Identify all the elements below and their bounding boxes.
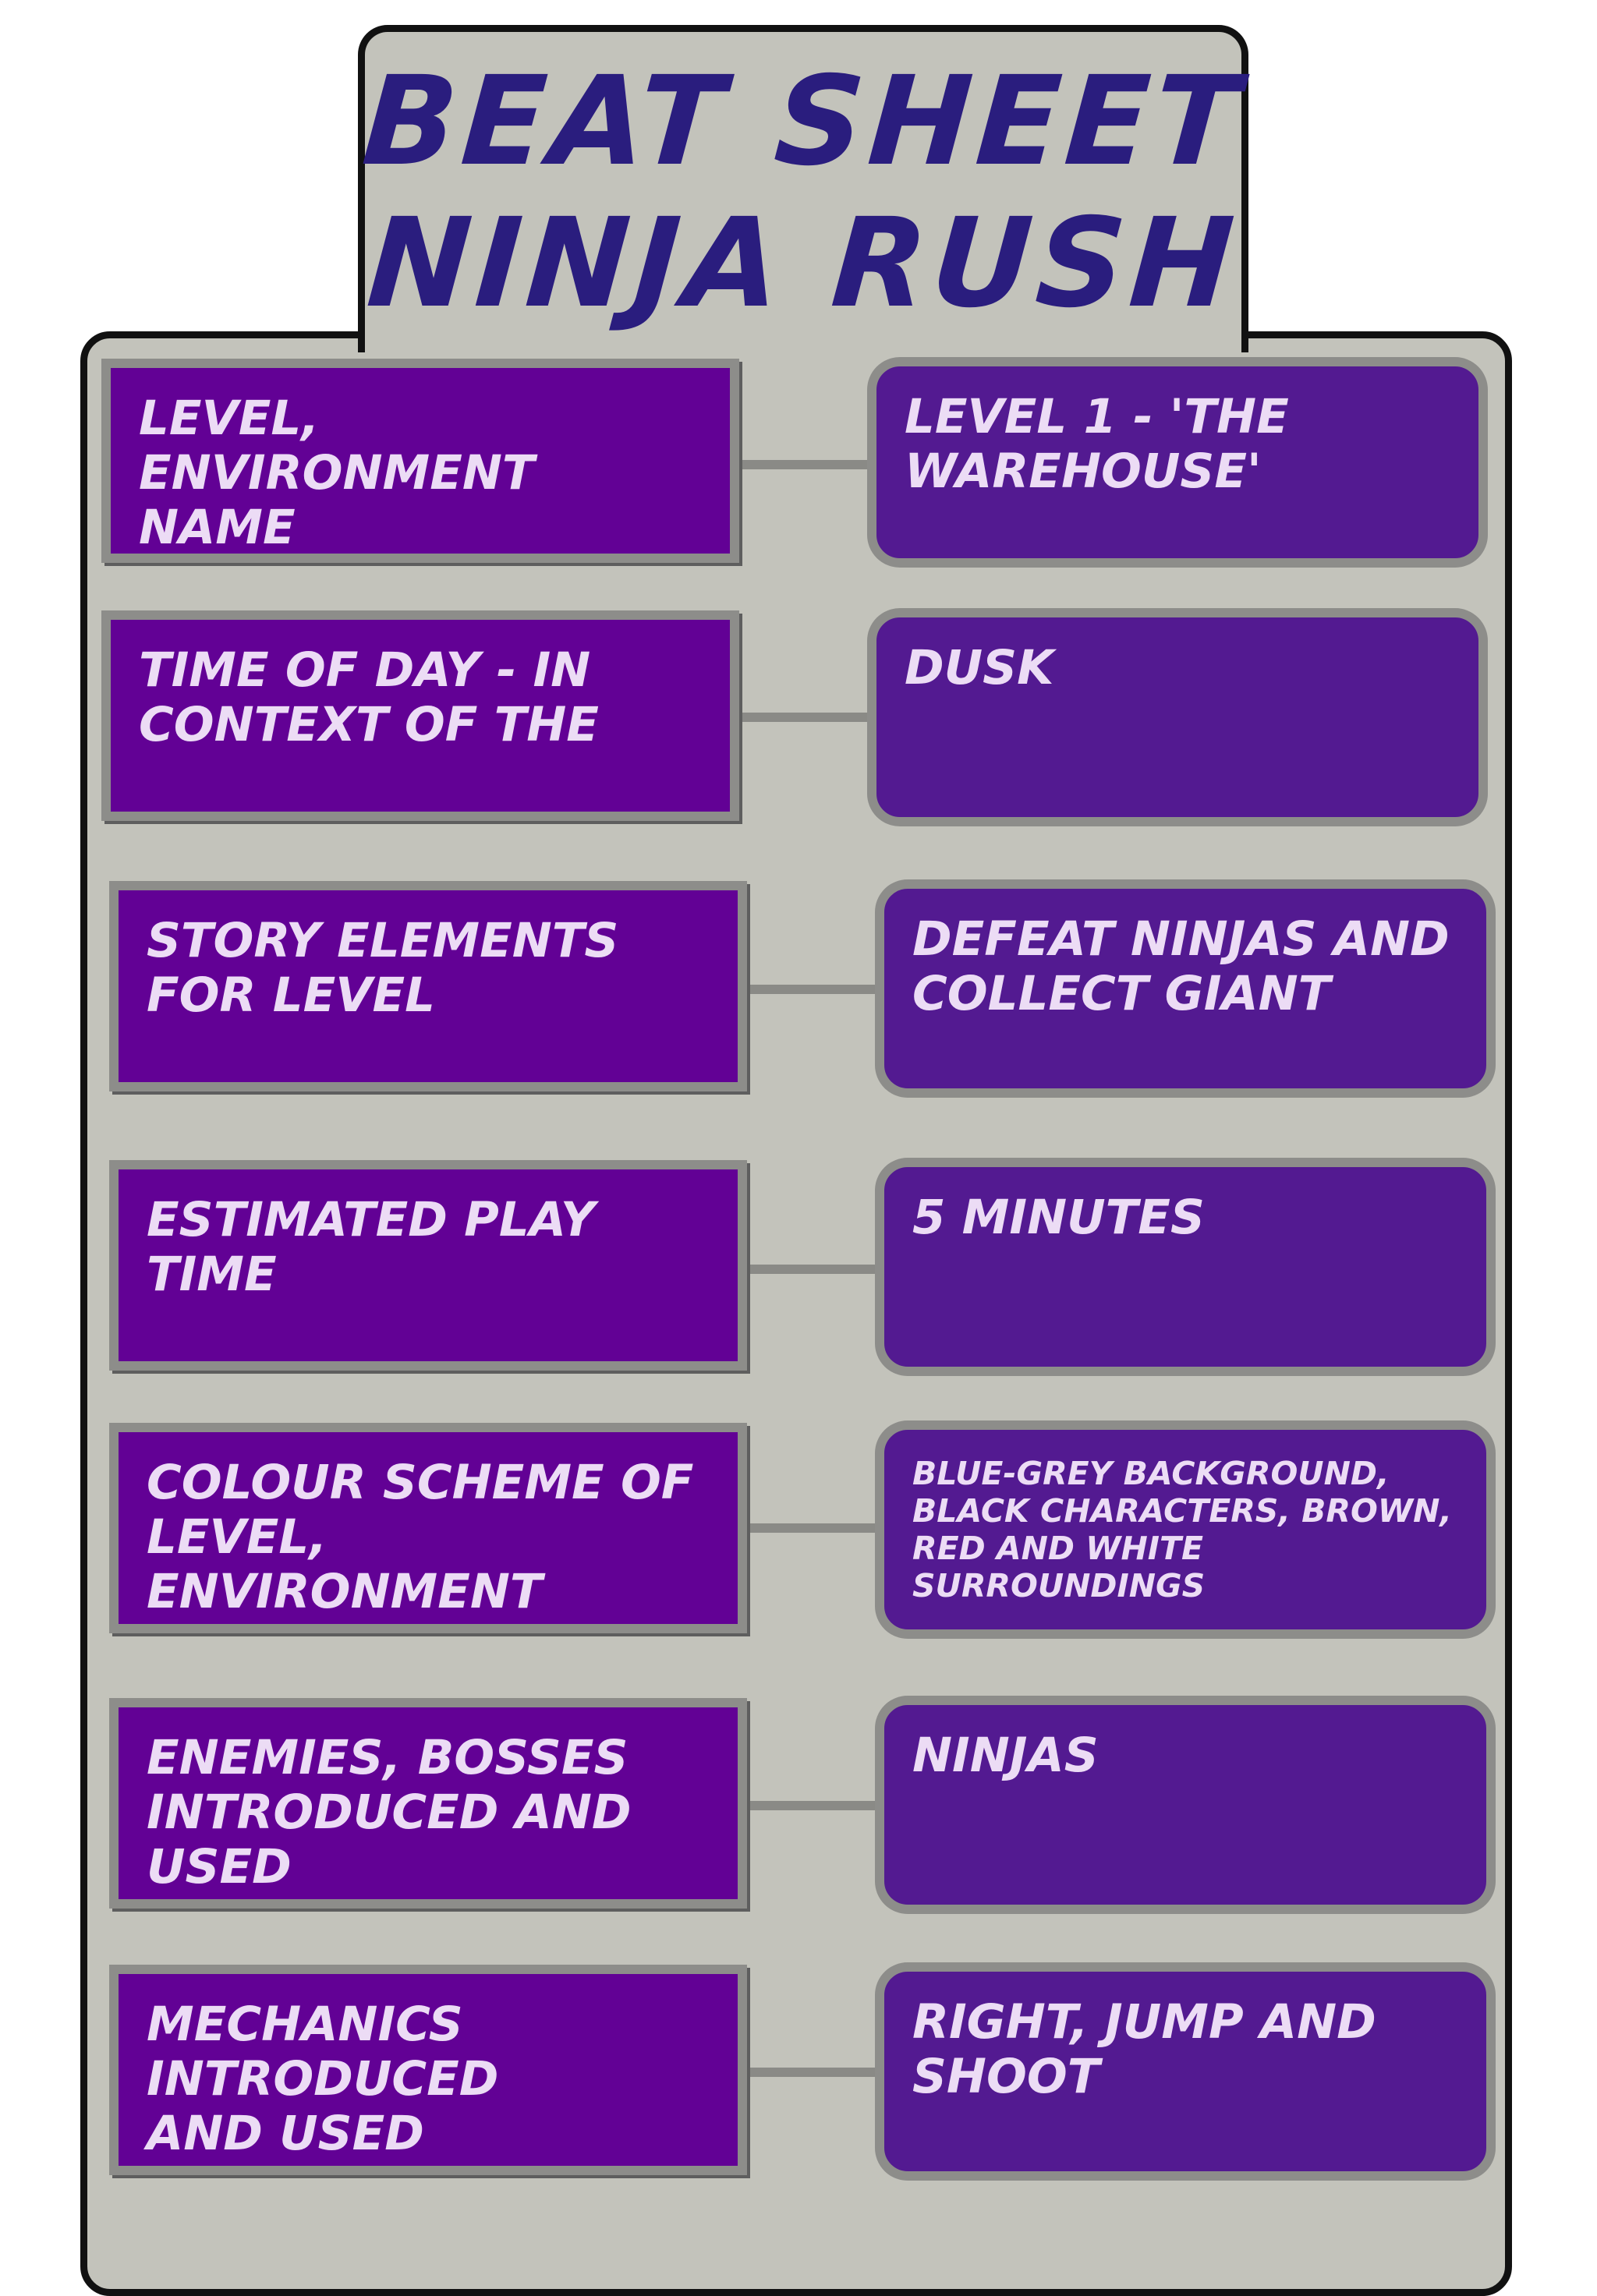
title-tab: Beat Sheet Ninja Rush [358, 25, 1248, 352]
label-box-time-of-day: Time of Day - in Context of the [101, 610, 739, 821]
label-box-mechanics: Mechanics Introduced and Used [109, 1965, 747, 2175]
label-box-play-time: Estimated Play Time [109, 1160, 747, 1371]
connector [741, 985, 881, 994]
label-box-level-name: Level, Environment Name [101, 359, 739, 563]
value-box-play-time: 5 Minutes [875, 1158, 1496, 1376]
value-box-enemies: Ninjas [875, 1696, 1496, 1914]
connector [733, 713, 873, 722]
connector [741, 1523, 881, 1533]
label-box-story-elements: Story Elements for Level [109, 881, 747, 1091]
connector [741, 1801, 881, 1810]
value-box-story-elements: Defeat Ninjas and Collect Giant [875, 879, 1496, 1098]
value-box-colour-scheme: Blue-grey background, black characters, … [875, 1420, 1496, 1639]
label-box-enemies: Enemies, Bosses Introduced and Used [109, 1698, 747, 1909]
value-box-time-of-day: Dusk [867, 608, 1488, 826]
label-box-colour-scheme: Colour Scheme of Level, Environment [109, 1423, 747, 1633]
connector [741, 1265, 881, 1274]
title-line-2: Ninja Rush [363, 191, 1244, 335]
value-box-mechanics: Right, Jump and Shoot [875, 1962, 1496, 2181]
connector [733, 460, 873, 469]
connector [741, 2068, 881, 2077]
value-box-level-name: Level 1 - 'The Warehouse' [867, 357, 1488, 568]
title-line-1: Beat Sheet [358, 49, 1248, 193]
